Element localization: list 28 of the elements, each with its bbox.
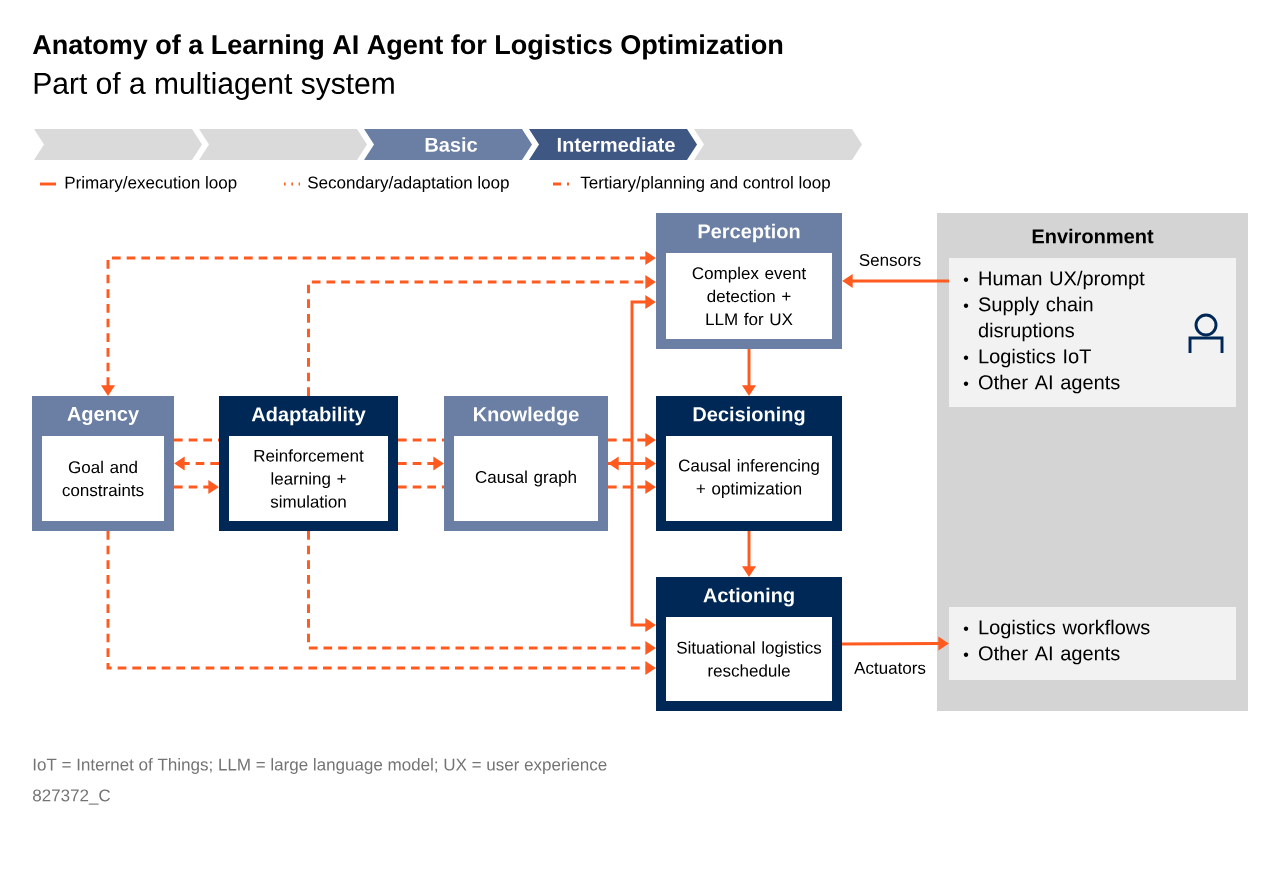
progress-step: Intermediate <box>529 129 697 160</box>
progress-step <box>694 129 862 160</box>
list-item: Logistics IoT <box>963 348 1091 368</box>
footnote: IoT = Internet of Things; LLM = large language model; UX = user experience <box>33 758 607 774</box>
module-box: Agency Goal and constraints <box>32 396 174 531</box>
progress-step <box>199 129 367 160</box>
legend-text: Secondary/adaptation loop <box>308 176 509 192</box>
progress-step <box>34 129 202 160</box>
module-box: Knowledge Causal graph <box>444 396 608 531</box>
subtitle: Part of a multiagent system <box>34 72 394 100</box>
list-box <box>949 258 1236 407</box>
list-item: Logistics workflows <box>963 619 1150 639</box>
module-box: Actioning Situational logistics reschedule <box>656 577 842 711</box>
progress-step: Basic <box>364 129 532 160</box>
legend-text: Tertiary/planning and control loop <box>580 176 830 192</box>
edge-label: Sensors <box>857 252 923 268</box>
title: Anatomy of a Learning AI Agent for Logistics Optimization <box>32 34 783 60</box>
module-box: Perception Complex event detection + LLM for UX <box>656 213 842 349</box>
legend-text: Primary/execution loop <box>65 176 237 192</box>
list-item: Human UX/prompt <box>963 270 1145 290</box>
document-id: 827372_C <box>33 789 111 805</box>
module-box: Adaptability Reinforcement learning + simulation <box>219 396 398 531</box>
list-item: Other AI agents <box>963 374 1120 394</box>
list-item: Other AI agents <box>963 645 1120 665</box>
module-box: Decisioning Causal inferencing + optimization <box>656 396 842 531</box>
list-item: Supply chain disruptions <box>963 296 1093 342</box>
edge-label: Actuators <box>852 660 928 676</box>
list-box <box>949 607 1236 680</box>
